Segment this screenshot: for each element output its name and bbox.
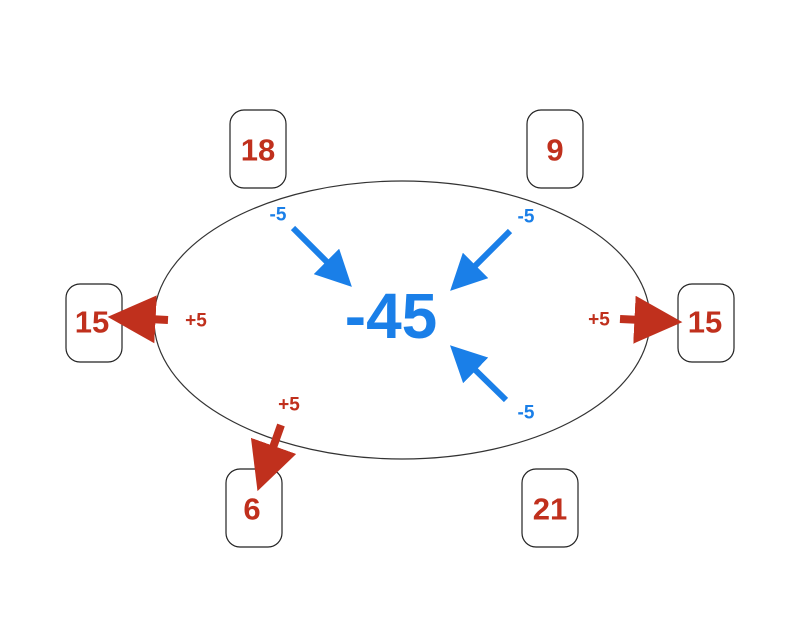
pot-value: -45: [345, 280, 438, 352]
flow-label-left: +5: [185, 311, 207, 332]
flow-label-bottom-right: -5: [518, 403, 535, 424]
flow-label-bottom-left: +5: [278, 395, 300, 416]
seat-value: 21: [533, 492, 567, 527]
flow-arrow-right: [619, 295, 683, 344]
seat-box: [526, 109, 584, 189]
seat-bottom-right: 21: [521, 468, 579, 548]
flow-label-top-left: -5: [270, 205, 287, 226]
seat-left: 15: [65, 283, 123, 363]
flow-arrow-bottom-left: [250, 423, 297, 492]
seat-value: 15: [688, 305, 722, 340]
seat-value: 6: [243, 492, 260, 527]
seat-bottom-left: 6: [225, 468, 283, 548]
seat-value: 18: [241, 133, 275, 168]
seat-box: [521, 468, 579, 548]
seat-value: 9: [546, 133, 563, 168]
flow-arrow-top-right: [450, 228, 513, 291]
flow-label-right: +5: [588, 310, 610, 331]
seat-top-left: 18: [229, 109, 287, 189]
seat-right: 15: [677, 283, 735, 363]
flow-label-top-right: -5: [518, 207, 535, 228]
seat-box: [229, 109, 287, 189]
flow-arrow-top-left: [290, 225, 352, 287]
flow-arrow-bottom-right: [449, 345, 509, 403]
seat-top-right: 9: [526, 109, 584, 189]
flow-arrow-left: [107, 295, 169, 344]
seat-value: 15: [75, 305, 109, 340]
